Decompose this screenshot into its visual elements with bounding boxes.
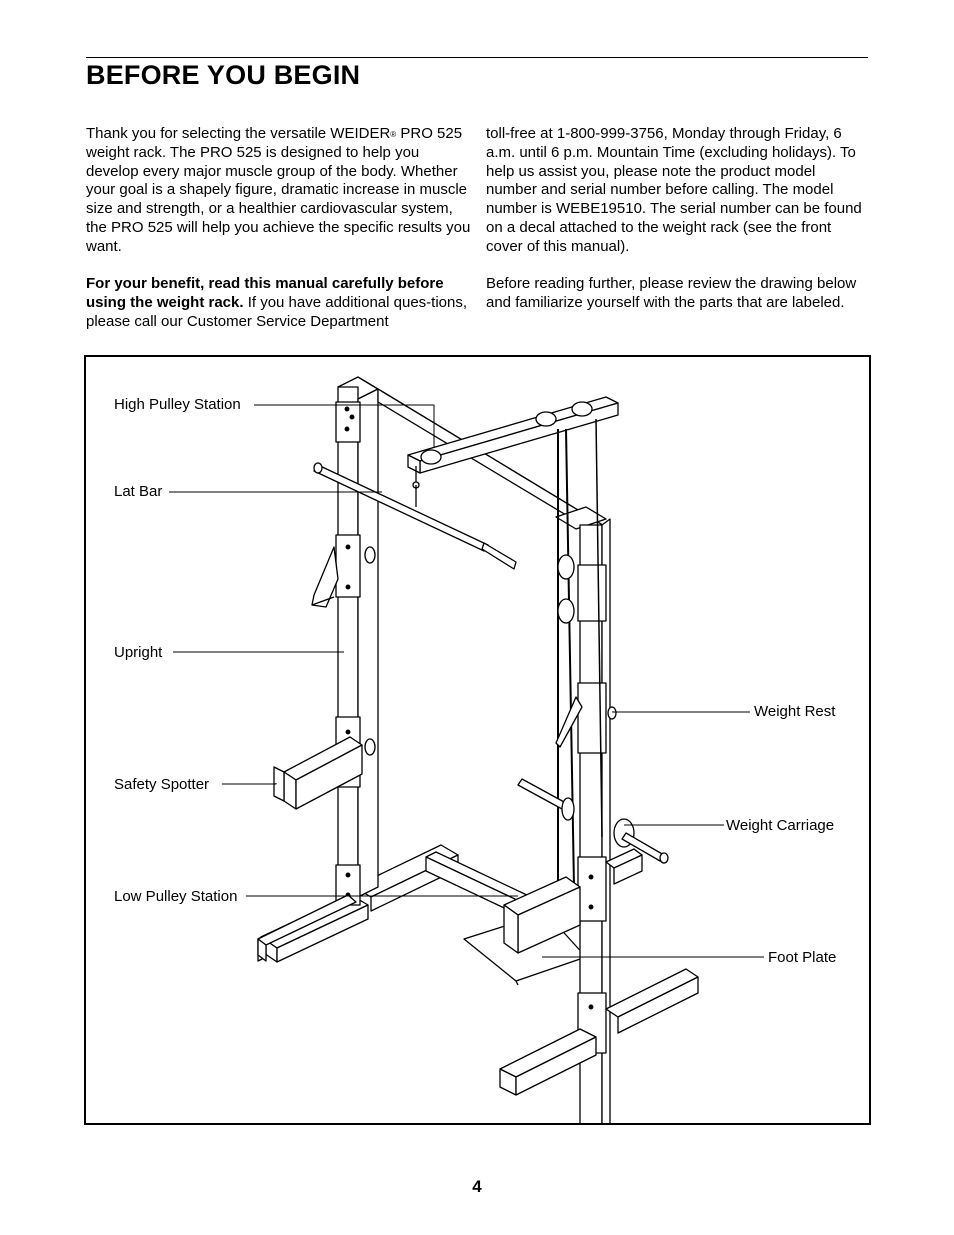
weight-rack-drawing bbox=[169, 376, 764, 1123]
intro-left-column: Thank you for selecting the versatile WE… bbox=[86, 125, 471, 351]
intro-paragraph-2-rest: If you have additional ques-tions, pleas… bbox=[86, 294, 468, 330]
intro-paragraph-2: For your benefit, read this manual caref… bbox=[86, 275, 471, 331]
page-number: 4 bbox=[472, 1177, 482, 1196]
parts-diagram: High Pulley Station Lat Bar Upright Safe… bbox=[84, 355, 871, 1125]
weight-rest-left bbox=[311, 546, 339, 608]
intro-paragraph-1: Thank you for selecting the versatile WE… bbox=[86, 125, 471, 255]
callout-lines bbox=[169, 404, 764, 958]
intro-paragraph-2-continued: toll-free at 1-800-999-3756, Monday thro… bbox=[486, 125, 862, 255]
label-lat-bar: Lat Bar bbox=[114, 483, 163, 500]
weight-rest-right bbox=[555, 696, 583, 748]
label-weight-rest: Weight Rest bbox=[754, 703, 836, 720]
intro-right-column: toll-free at 1-800-999-3756, Monday thro… bbox=[486, 125, 866, 332]
page-title: BEFORE YOU BEGIN bbox=[86, 60, 361, 90]
intro-bold-notice: For your benefit, read this manual caref… bbox=[86, 275, 444, 312]
intro-paragraph-3: Before reading further, please review th… bbox=[486, 275, 857, 312]
registered-mark: ® bbox=[390, 130, 397, 139]
top-rule bbox=[86, 57, 868, 58]
label-upright: Upright bbox=[114, 644, 163, 661]
label-low-pulley-station: Low Pulley Station bbox=[114, 888, 238, 905]
label-weight-carriage: Weight Carriage bbox=[726, 817, 835, 834]
label-high-pulley-station: High Pulley Station bbox=[114, 396, 241, 413]
label-foot-plate: Foot Plate bbox=[768, 949, 837, 966]
label-safety-spotter: Safety Spotter bbox=[114, 776, 210, 793]
